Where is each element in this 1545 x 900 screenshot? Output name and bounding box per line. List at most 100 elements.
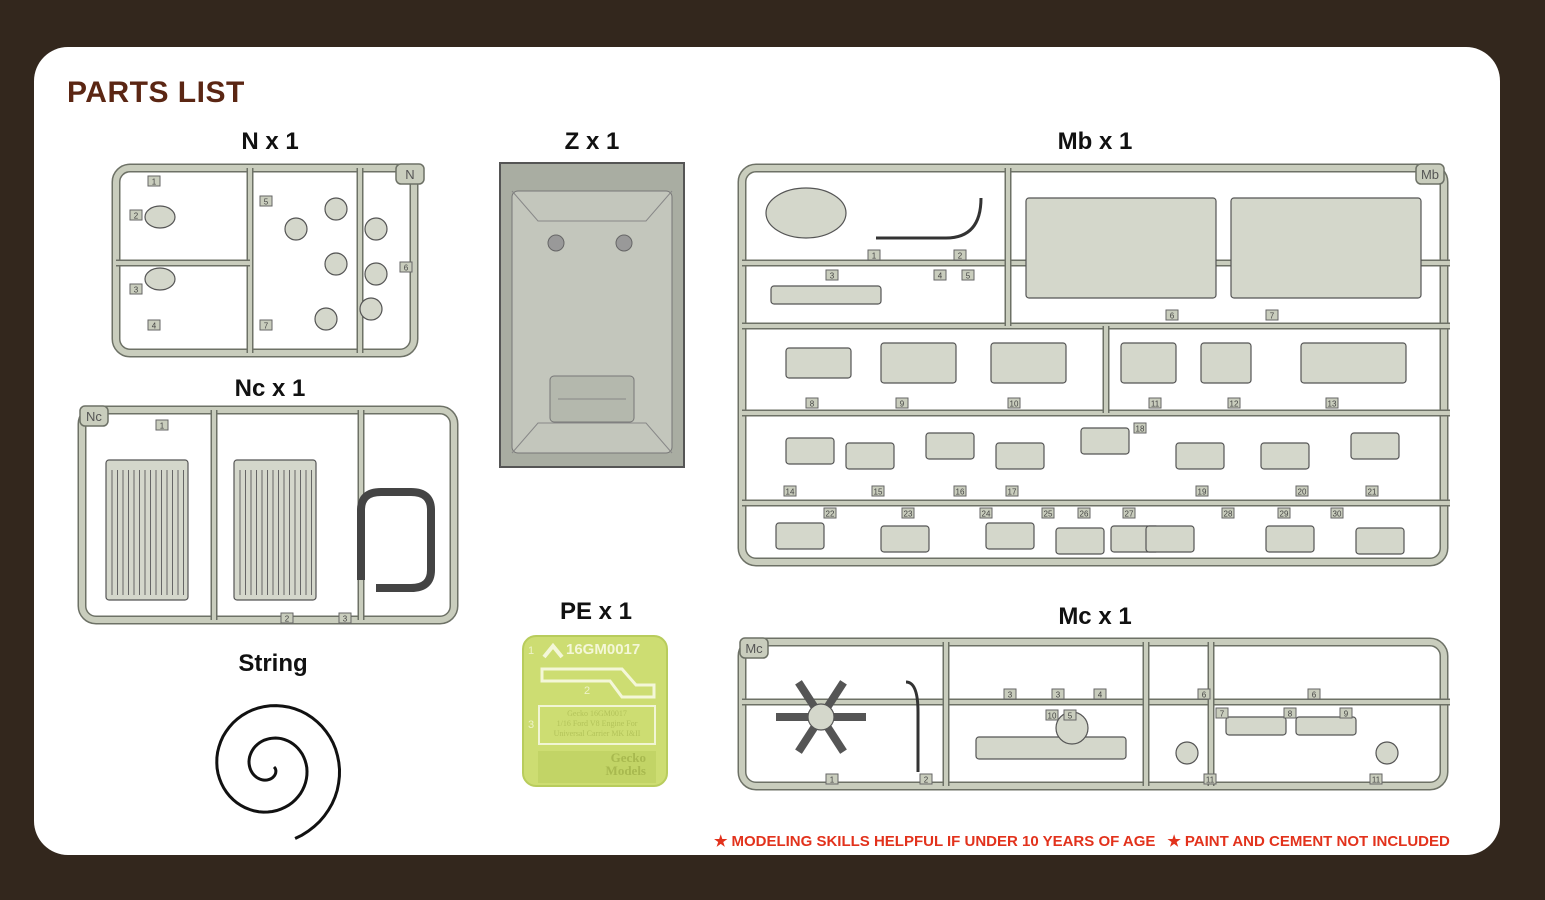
sprue-tag: [395, 163, 425, 185]
part-number: 6: [1312, 691, 1317, 700]
sprue-z-tray: [499, 162, 685, 468]
plastic-part: [1375, 741, 1399, 765]
plastic-part: [995, 442, 1045, 470]
part-number: 27: [1125, 510, 1134, 519]
sprue-tag: [739, 637, 769, 659]
plastic-part: [144, 205, 176, 229]
part-number-box: [895, 397, 909, 409]
part-number: 16: [956, 488, 965, 497]
part-number: 9: [1344, 710, 1349, 719]
part-number: 2: [285, 615, 290, 624]
string-label: String: [238, 650, 308, 677]
part-number-box: [1003, 688, 1017, 700]
plastic-part: [880, 525, 930, 553]
part-number: 15: [874, 488, 883, 497]
star-icon: ★: [1167, 833, 1181, 850]
part-number-box: [129, 283, 143, 295]
plastic-part: [1145, 525, 1195, 553]
part-number: 17: [1008, 488, 1017, 497]
part-number-box: [1283, 707, 1297, 719]
part-number: 23: [904, 510, 913, 519]
part-number: 22: [826, 510, 835, 519]
part-number: 2: [958, 252, 963, 261]
warning-age: MODELING SKILLS HELPFUL IF UNDER 10 YEAR…: [731, 833, 1156, 850]
part-number: 4: [938, 272, 943, 281]
part-number-box: [805, 397, 819, 409]
pe-part-number: 2: [584, 685, 591, 697]
part-number-box: [1339, 707, 1353, 719]
part-number: 10: [1048, 712, 1057, 721]
sprue-tag-label: Nc: [86, 409, 102, 424]
plastic-part: [765, 187, 847, 239]
string-spiral-icon: [215, 704, 342, 840]
part-number: 5: [1068, 712, 1073, 721]
pe-code: 16GM0017: [566, 641, 641, 658]
part-number-box: [1365, 485, 1379, 497]
part-number-box: [155, 419, 169, 431]
part-number-box: [399, 261, 413, 273]
part-number: 19: [1198, 488, 1207, 497]
part-number: 9: [900, 400, 905, 409]
plastic-part: [1350, 432, 1400, 460]
part-number-box: [147, 319, 161, 331]
plastic-part: [845, 442, 895, 470]
part-number-box: [953, 249, 967, 261]
part-number-box: [783, 485, 797, 497]
radiator-hose: [357, 488, 435, 592]
plastic-part: [364, 262, 388, 286]
part-number: 3: [830, 272, 835, 281]
part-number-box: [901, 507, 915, 519]
part-number: 7: [1220, 710, 1225, 719]
sprue-tag: [1415, 163, 1445, 185]
plastic-part: [1225, 716, 1287, 736]
part-number-box: [1227, 397, 1241, 409]
plastic-part: [975, 736, 1127, 760]
part-number: 10: [1010, 400, 1019, 409]
part-number: 1: [830, 776, 835, 785]
plastic-part: [324, 252, 348, 276]
part-number-box: [1133, 422, 1147, 434]
gecko-models-logo: Gecko Models: [538, 751, 656, 783]
part-number: 30: [1333, 510, 1342, 519]
part-number-box: [1307, 688, 1321, 700]
plastic-part: [785, 437, 835, 465]
part-number-box: [871, 485, 885, 497]
part-number: 6: [1170, 312, 1175, 321]
plastic-part: [1295, 716, 1357, 736]
part-number-box: [825, 269, 839, 281]
part-number-box: [953, 485, 967, 497]
part-number-box: [1295, 485, 1309, 497]
plastic-part: [314, 307, 338, 331]
logo-line: Gecko: [610, 750, 646, 765]
part-number: 25: [1044, 510, 1053, 519]
part-number-box: [1093, 688, 1107, 700]
part-number: 3: [1008, 691, 1013, 700]
part-number-box: [147, 175, 161, 187]
plate-line: Universal Carrier MK I&II: [553, 729, 641, 738]
part-number: 12: [1230, 400, 1239, 409]
part-number-box: [1041, 507, 1055, 519]
fuel-line: [876, 197, 983, 240]
sprue-runner: [739, 639, 1447, 789]
sprue-tag-label: Mc: [745, 641, 763, 656]
pe-part-number: 3: [528, 719, 535, 731]
sprue-mc-label: Mc x 1: [1058, 603, 1132, 630]
plastic-part: [1355, 527, 1405, 555]
sprue-z-label: Z x 1: [564, 128, 620, 155]
part-number-box: [1045, 709, 1059, 721]
part-number: 1: [872, 252, 877, 261]
part-number-box: [129, 209, 143, 221]
part-number-box: [825, 773, 839, 785]
page-title: PARTS LIST: [67, 76, 245, 109]
sprue-tag: [79, 405, 109, 427]
warning-paint: PAINT AND CEMENT NOT INCLUDED: [1184, 833, 1450, 850]
cable: [905, 680, 920, 772]
part-number: 21: [1368, 488, 1377, 497]
plastic-part: [785, 347, 852, 379]
part-number-box: [823, 507, 837, 519]
part-number-box: [1051, 688, 1065, 700]
